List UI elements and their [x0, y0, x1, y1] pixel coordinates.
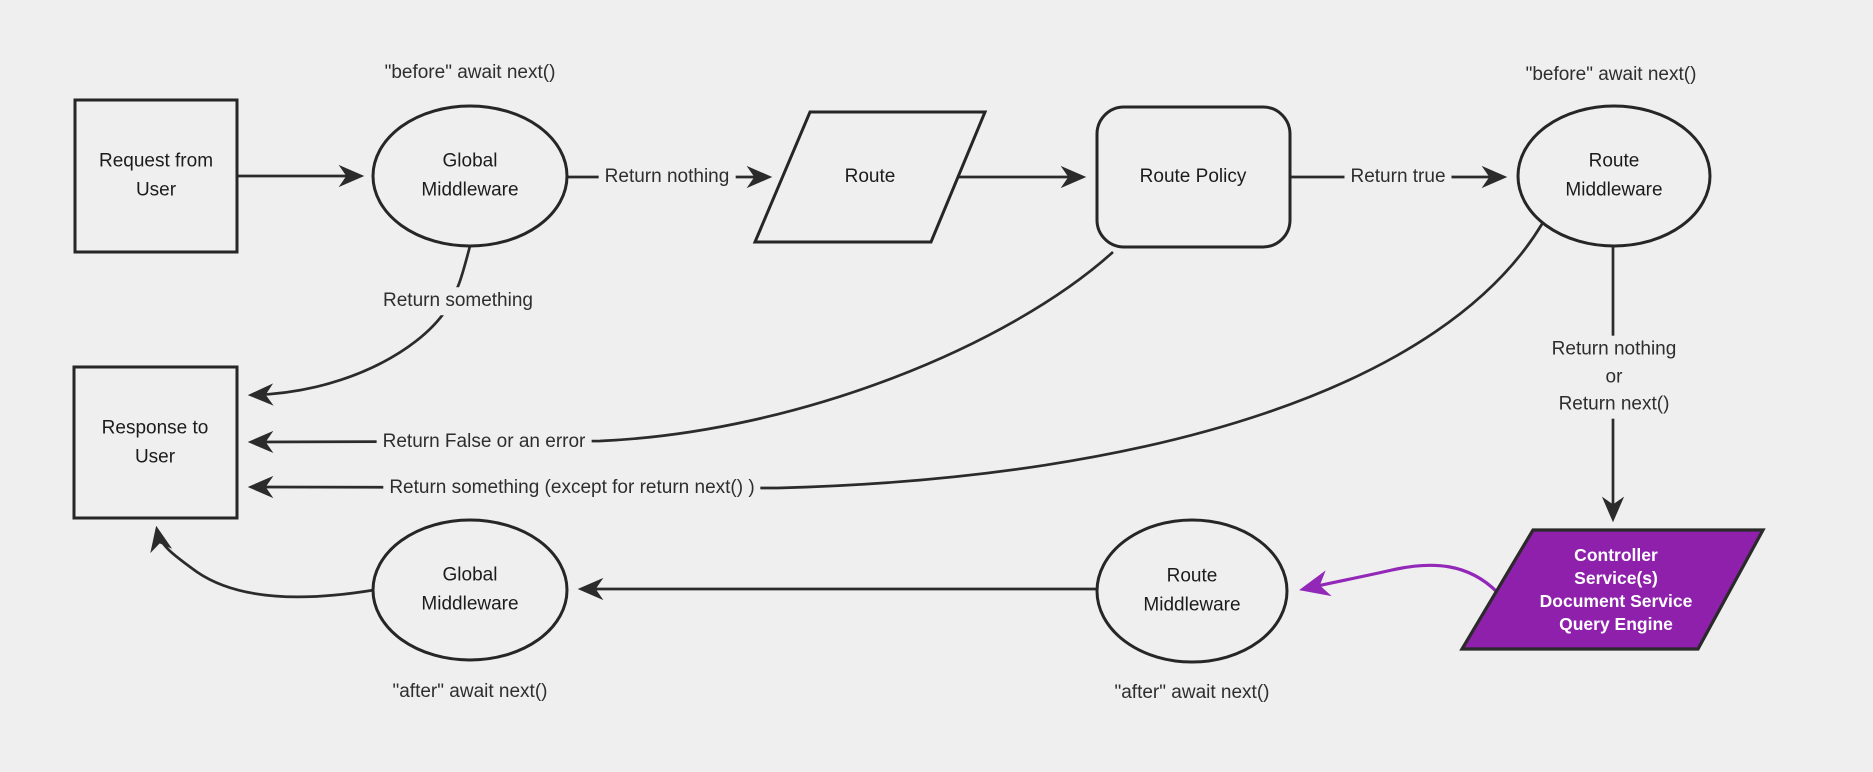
node-request-from-user-shape [73, 98, 239, 254]
node-route-label: Route [844, 165, 896, 187]
node-controller-services-label: Controller Service(s) Document Service Q… [1540, 544, 1693, 636]
return-nothing-or-line-3: Return next() [1558, 393, 1670, 415]
edge-return-something-to-response [247, 245, 472, 406]
node-route-policy-label: Route Policy [1139, 165, 1247, 187]
return-nothing-or-line-1: Return nothing [1551, 338, 1677, 360]
edge-return-something-except-to-response [247, 223, 1544, 499]
node-request-from-user-label: Request from User [98, 150, 214, 201]
label-return-something-except: Return something (except for return next… [383, 474, 761, 502]
label-return-nothing: Return nothing [598, 163, 736, 191]
node-global-middleware-top-label: Global Middleware [421, 150, 519, 201]
edge-global-middleware-bottom-to-response [150, 525, 375, 599]
label-before-await-next-top-left: "before" await next() [384, 62, 556, 84]
node-response-to-user-label: Response to User [101, 417, 209, 468]
node-route-middleware-bottom-label: Route Middleware [1143, 565, 1241, 616]
node-route-middleware-top-shape [1516, 104, 1712, 248]
label-return-false-or-error: Return False or an error [376, 428, 592, 456]
controller-line-2: Service(s) [1574, 567, 1658, 588]
label-return-true: Return true [1344, 163, 1452, 191]
node-route-shape [752, 110, 988, 244]
label-return-something: Return something [377, 287, 539, 315]
label-after-await-next-bottom-left: "after" await next() [392, 681, 548, 703]
controller-line-1: Controller [1574, 544, 1658, 565]
node-response-to-user-shape [72, 365, 239, 520]
controller-line-3: Document Service [1539, 591, 1693, 611]
node-route-policy-shape [1095, 105, 1292, 249]
controller-line-4: Query Engine [1559, 614, 1673, 635]
node-global-middleware-bottom-label: Global Middleware [421, 564, 519, 615]
node-route-middleware-top-label: Route Middleware [1565, 150, 1663, 201]
node-route-middleware-bottom-shape [1095, 518, 1289, 664]
return-nothing-or-line-2: or [1605, 366, 1623, 388]
edge-return-false-to-response [247, 250, 1114, 454]
label-return-nothing-or-return-next: Return nothing or Return next() [1545, 335, 1683, 419]
edge-controller-to-route-middleware-bottom [1299, 563, 1499, 597]
node-global-middleware-bottom-shape [371, 518, 569, 662]
label-before-await-next-top-right: "before" await next() [1525, 64, 1697, 86]
node-controller-services-shape [1459, 528, 1766, 651]
node-global-middleware-top-shape [371, 104, 569, 248]
label-after-await-next-bottom-right: "after" await next() [1114, 682, 1270, 704]
